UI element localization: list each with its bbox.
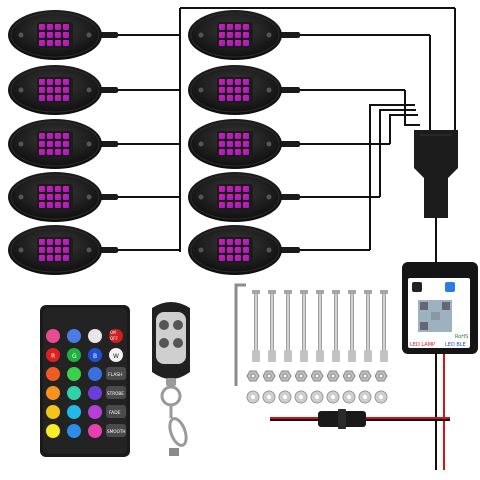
inline-fuse-holder [318, 409, 366, 429]
app-store-icon [412, 282, 422, 292]
pod-cable-glands [98, 32, 300, 253]
screw [252, 290, 260, 362]
rock-light-pod [7, 224, 103, 276]
power-button [109, 329, 123, 343]
screw [316, 290, 324, 362]
key-fob-remote [152, 302, 190, 456]
r-key-label: R [51, 353, 55, 360]
rock-light-pods [7, 9, 283, 276]
screw [380, 290, 388, 362]
flash-label: FLASH [108, 372, 123, 378]
screw [364, 290, 372, 362]
blue-key [88, 348, 102, 362]
fade-key [106, 405, 126, 418]
brightness-down-button [67, 329, 81, 343]
fob-button-3 [159, 338, 169, 348]
screw [300, 290, 308, 362]
mounting-screws [252, 290, 388, 362]
strobe-key [106, 386, 126, 399]
rock-light-pod [187, 64, 283, 116]
on-key-label: ON [110, 330, 116, 335]
smooth-key [106, 424, 126, 437]
qr-code [418, 300, 452, 332]
rock-light-pod [7, 118, 103, 170]
fade-label: FADE [109, 410, 121, 416]
rock-light-pod [187, 224, 283, 276]
white-key [109, 348, 123, 362]
rock-light-pod [187, 9, 283, 61]
green-key [67, 348, 81, 362]
g-key-label: G [72, 353, 77, 360]
rock-light-pod [187, 171, 283, 223]
flash-key [106, 367, 126, 380]
wire-splitter [414, 130, 458, 218]
ir-remote: ON OFF R G B W FLASH STROBE FADE SMOOTH [40, 305, 130, 457]
led-lamp-label: LED LAMP [410, 342, 435, 348]
fob-button-4 [173, 338, 183, 348]
w-key-label: W [113, 353, 119, 360]
strobe-label: STROBE [107, 391, 124, 396]
screw [268, 290, 276, 362]
bluetooth-controller: RoHS LED LAMP LED BLE [402, 262, 478, 354]
led-ble-label: LED BLE [445, 342, 466, 348]
rohs-badge: RoHS [455, 334, 468, 340]
rock-light-pod [187, 118, 283, 170]
rock-light-pod [7, 171, 103, 223]
screw [348, 290, 356, 362]
rock-light-pod [7, 64, 103, 116]
smooth-label: SMOOTH [107, 429, 126, 434]
fob-unlock-button [173, 320, 183, 330]
off-key-label: OFF [110, 336, 118, 341]
brightness-up-button [46, 329, 60, 343]
allen-key [234, 283, 246, 386]
red-key [46, 348, 60, 362]
music-mode-button [88, 329, 102, 343]
hex-nuts [246, 370, 388, 382]
screw [284, 290, 292, 362]
b-key-label: B [93, 353, 97, 360]
rock-light-pod [7, 9, 103, 61]
google-play-icon [445, 282, 455, 292]
fob-lock-button [159, 320, 169, 330]
screw [332, 290, 340, 362]
key-ring-icon [160, 385, 182, 407]
wiring-harness [100, 7, 456, 470]
